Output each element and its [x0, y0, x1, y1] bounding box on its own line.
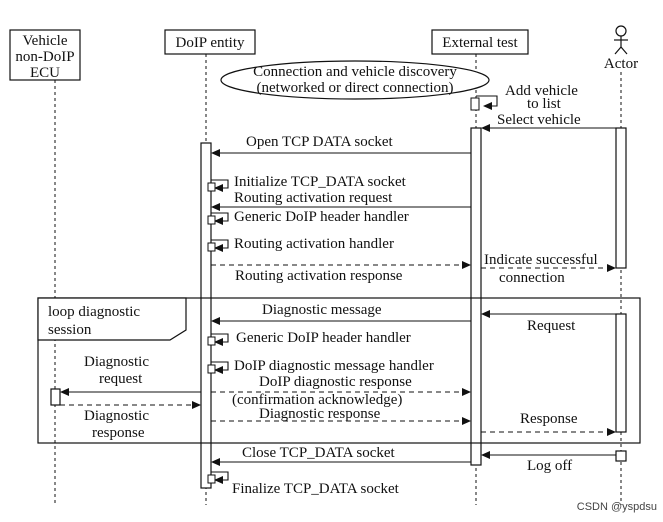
activation-tester — [470, 127, 482, 466]
label-diag-response: Diagnostic response — [259, 406, 381, 422]
label-select-vehicle: Select vehicle — [497, 112, 581, 128]
self-loop-header-1 — [211, 212, 229, 225]
self-message-loops — [211, 95, 498, 484]
label-add-vehicle-1: Add vehicle — [505, 83, 578, 99]
self-box-init-socket — [207, 182, 216, 192]
self-box-finalize — [207, 474, 216, 484]
self-box-routing — [207, 242, 216, 252]
label-request: Request — [527, 318, 576, 334]
activation-actor-1 — [615, 127, 627, 269]
self-loop-finalize — [211, 471, 229, 484]
label-doip-response-1: DoIP diagnostic response — [259, 374, 412, 390]
self-box-diag-handler — [207, 364, 216, 374]
label-routing-handler: Routing activation handler — [234, 236, 394, 252]
participant-ecu-line-3: ECU — [30, 65, 60, 81]
participant-tester: External test — [431, 29, 529, 55]
message-arrows — [60, 124, 616, 466]
participant-doip: DoIP entity — [164, 29, 256, 55]
label-routing-request: Routing activation request — [234, 190, 393, 206]
actor-small-box — [615, 450, 627, 462]
participant-tester-box — [431, 29, 529, 55]
participant-ecu-line-2: non-DoIP — [15, 49, 74, 65]
participant-actor: Actor — [604, 25, 638, 72]
loop-label-line-1: loop diagnostic — [48, 304, 140, 320]
label-log-off: Log off — [527, 458, 572, 474]
discovery-line-1: Connection and vehicle discovery — [253, 64, 457, 80]
loop-frame-tab — [37, 297, 187, 341]
participant-ecu-line-1: Vehicle — [23, 33, 68, 49]
self-message-boxes — [207, 97, 480, 484]
self-loop-add-vehicle — [476, 95, 498, 110]
participant-doip-box — [164, 29, 256, 55]
participant-actor-label: Actor — [604, 56, 638, 72]
label-routing-response: Routing activation response — [235, 268, 403, 284]
self-loop-init-socket — [211, 179, 229, 192]
loop-frame: loop diagnostic session — [37, 297, 641, 444]
label-header-handler-1: Generic DoIP header handler — [234, 209, 409, 225]
label-indicate-success-1: Indicate successful — [484, 252, 598, 268]
label-diag-handler: DoIP diagnostic message handler — [234, 358, 434, 374]
label-response: Response — [520, 411, 578, 427]
activation-doip — [200, 142, 212, 489]
participant-ecu: Vehicle non-DoIP ECU — [9, 29, 81, 81]
participant-doip-label: DoIP entity — [175, 35, 245, 51]
discovery-ellipse — [220, 60, 490, 100]
participant-tester-label: External test — [442, 35, 518, 51]
watermark: CSDN @yspdsu — [577, 501, 657, 513]
label-finalize-socket: Finalize TCP_DATA socket — [232, 481, 400, 497]
label-add-vehicle-2: to list — [527, 96, 562, 112]
label-close-socket: Close TCP_DATA socket — [242, 445, 396, 461]
self-loop-diag-handler — [211, 361, 229, 374]
participant-ecu-box — [9, 29, 81, 81]
label-ecu-response-1: Diagnostic — [84, 408, 149, 424]
self-loop-header-2 — [211, 333, 229, 346]
activations — [50, 127, 627, 489]
activation-ecu — [50, 388, 61, 406]
self-loop-routing — [211, 239, 229, 252]
label-open-socket: Open TCP DATA socket — [246, 134, 394, 150]
self-box-header-2 — [207, 336, 216, 346]
activation-actor-2 — [615, 313, 627, 433]
label-header-handler-2: Generic DoIP header handler — [236, 330, 411, 346]
loop-label-line-2: session — [48, 322, 92, 338]
loop-frame-box — [37, 297, 641, 444]
label-doip-response-2: (confirmation acknowledge) — [232, 392, 402, 408]
label-init-socket: Initialize TCP_DATA socket — [234, 174, 407, 190]
label-diag-request-2: request — [99, 371, 143, 387]
discovery-note: Connection and vehicle discovery (networ… — [220, 60, 490, 100]
message-labels: Add vehicle to list Select vehicle Open … — [84, 83, 598, 497]
discovery-line-2: (networked or direct connection) — [257, 80, 454, 96]
label-diag-message: Diagnostic message — [262, 302, 382, 318]
self-box-add-vehicle — [470, 97, 480, 111]
actor-stick-figure-icon — [614, 25, 628, 55]
label-indicate-success-2: connection — [499, 270, 565, 286]
self-box-header-1 — [207, 215, 216, 225]
label-diag-request-1: Diagnostic — [84, 354, 149, 370]
label-ecu-response-2: response — [92, 425, 145, 441]
